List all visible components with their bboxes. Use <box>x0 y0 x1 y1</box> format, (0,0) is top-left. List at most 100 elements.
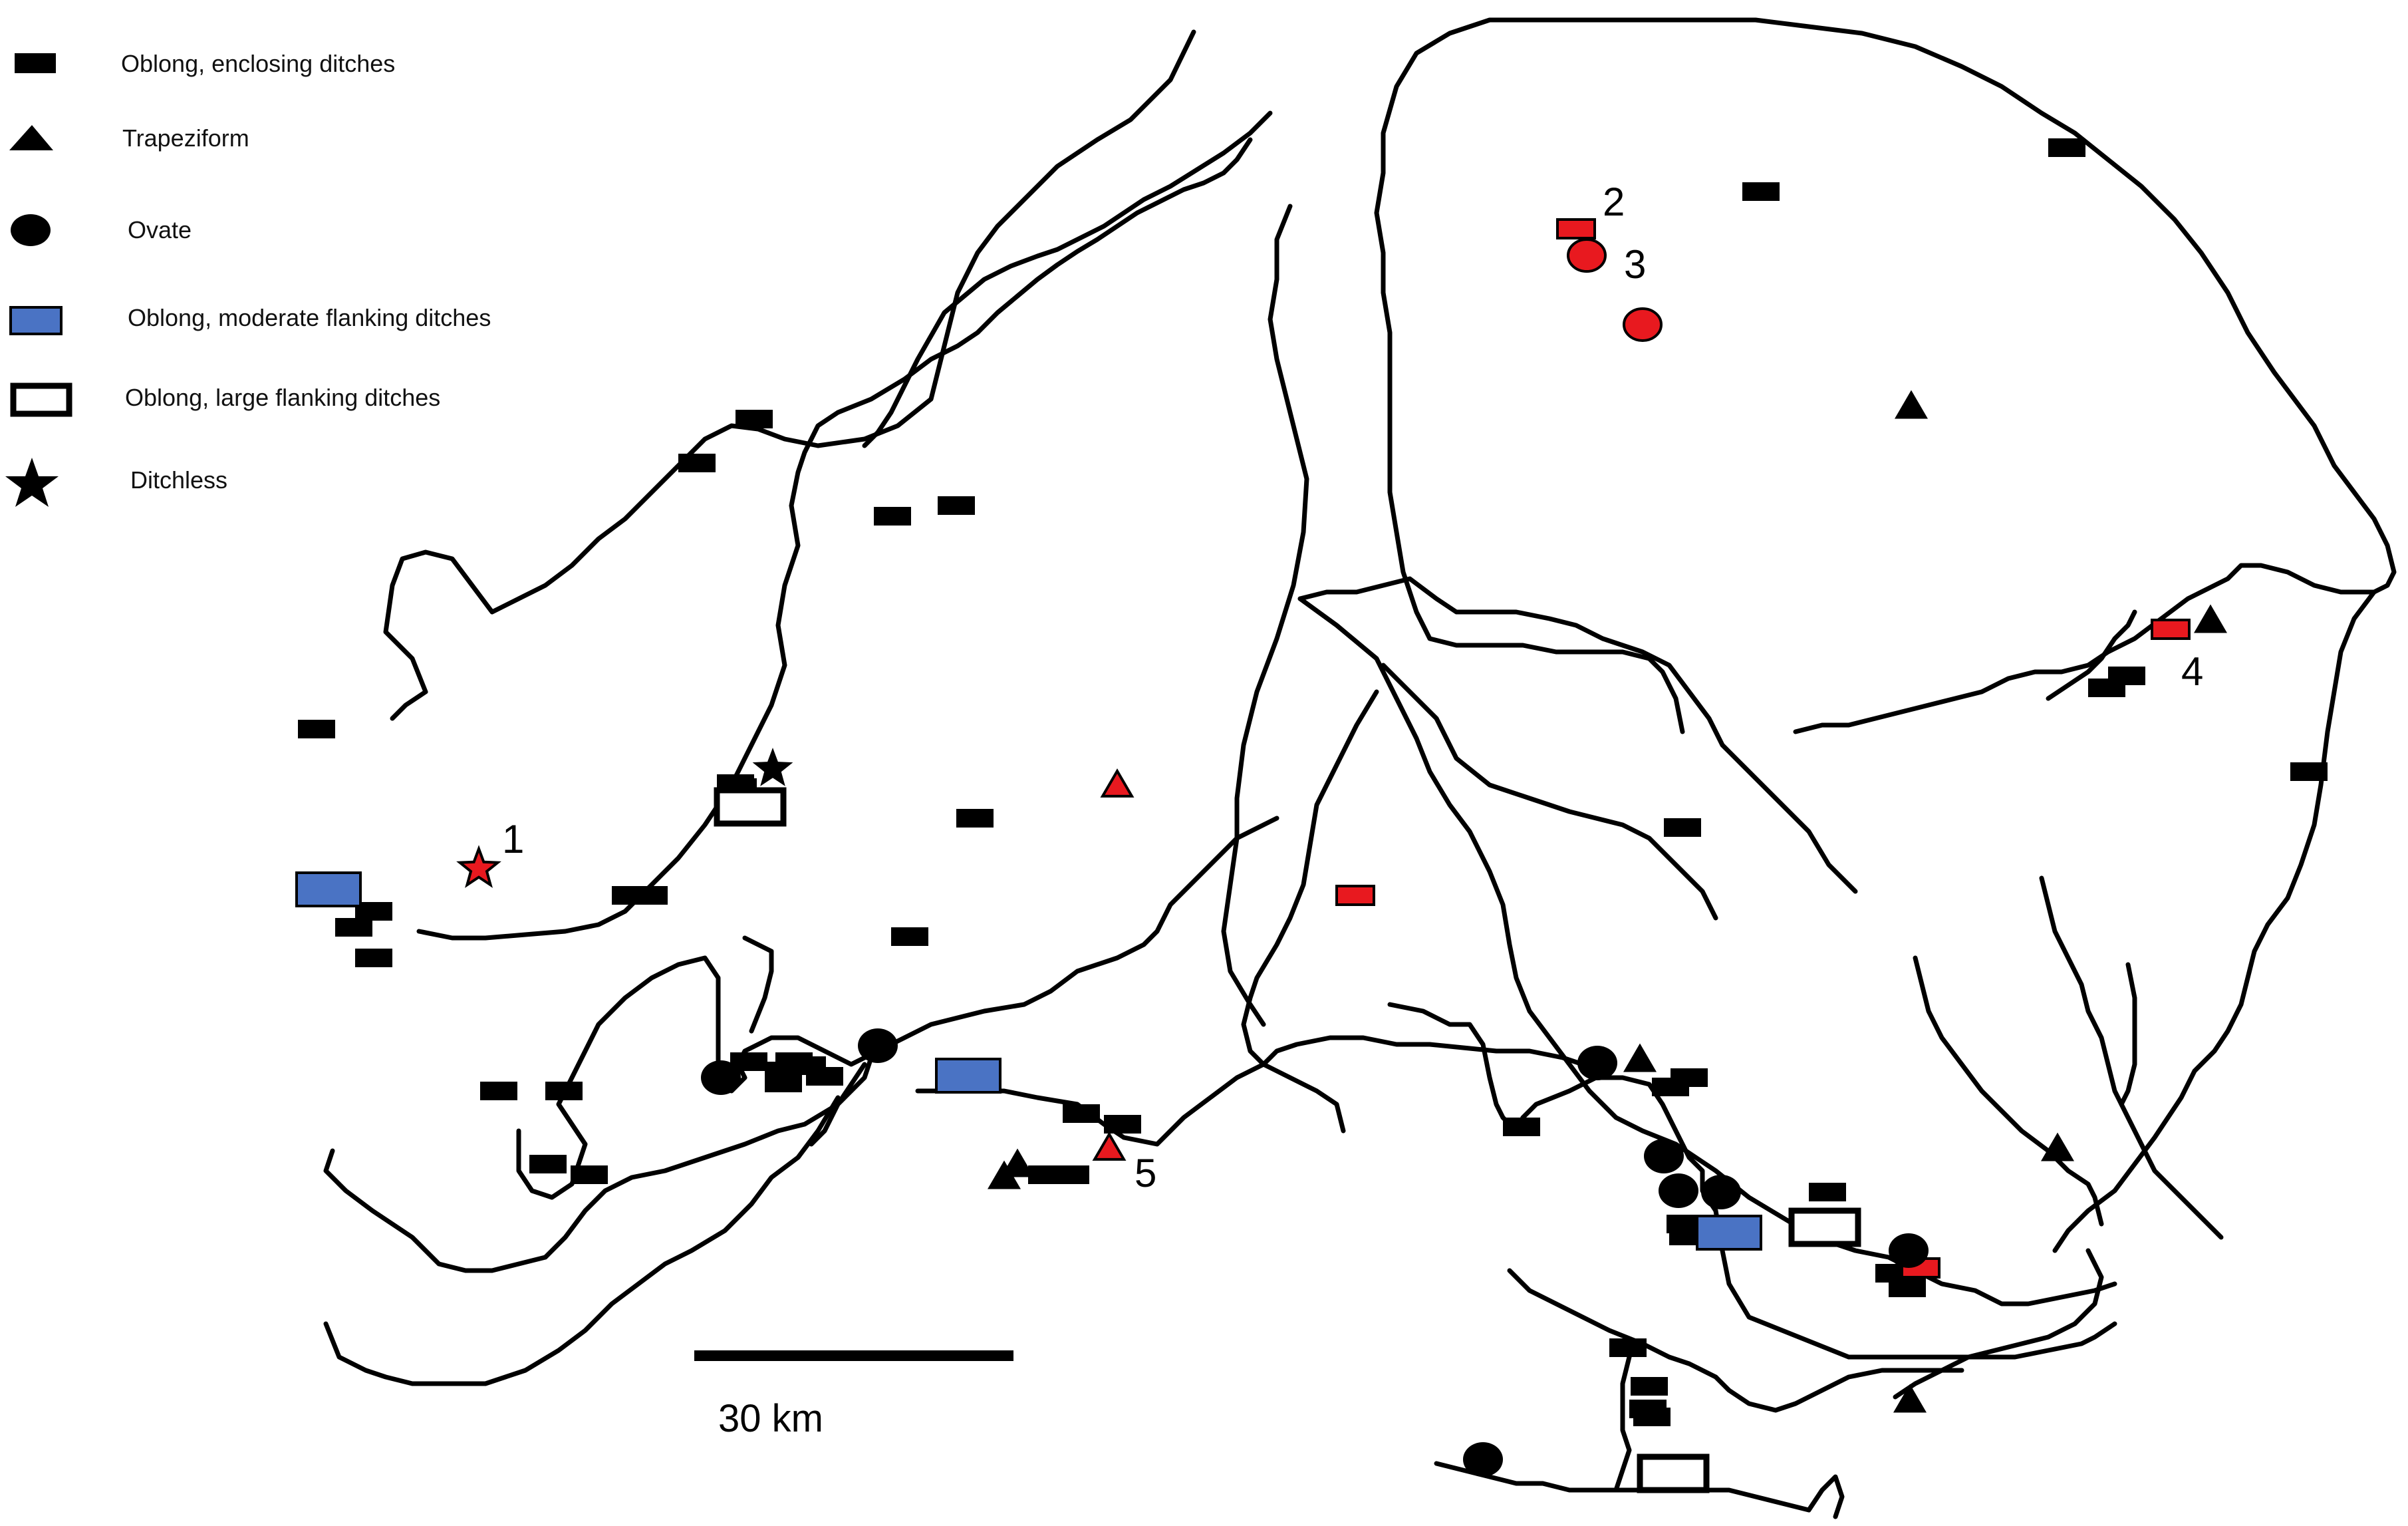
sites <box>295 138 2328 1493</box>
legend-swatch-ovate <box>11 214 51 246</box>
site-label-2: 2 <box>1603 180 1625 224</box>
site-label-3: 3 <box>1624 242 1646 287</box>
site-oblong-enclosing <box>678 454 716 472</box>
site-trapeziform-highlighted <box>1092 1132 1127 1161</box>
site-ovate <box>1644 1139 1684 1173</box>
site-oblong-enclosing <box>1633 1408 1671 1426</box>
river-path <box>416 137 1253 941</box>
river-path <box>1381 663 1718 921</box>
site-oblong-enclosing <box>1889 1279 1926 1297</box>
site-ovate-highlighted <box>1623 307 1663 342</box>
site-oblong-enclosing <box>2290 762 2328 781</box>
river-path <box>1297 576 1858 894</box>
site-ovate <box>1659 1173 1698 1208</box>
site-trapeziform-highlighted <box>1100 768 1135 798</box>
site-trapeziform <box>2041 1132 2074 1161</box>
rivers <box>323 17 2397 1519</box>
legend-label-oblong-large: Oblong, large flanking ditches <box>125 384 440 411</box>
scale-bar-label: 30 km <box>718 1397 823 1440</box>
site-ovate <box>858 1028 898 1063</box>
river-path <box>2039 875 2224 1240</box>
river-path <box>1893 1248 2104 1400</box>
legend-label-trapeziform: Trapeziform <box>122 124 249 152</box>
river-path <box>2046 609 2137 701</box>
river-path <box>383 29 1196 721</box>
legend-label-ovate: Ovate <box>128 216 192 243</box>
site-oblong-enclosing <box>355 949 392 967</box>
legend: Oblong, enclosing ditches Trapeziform Ov… <box>5 50 491 507</box>
river-path <box>1221 204 1309 1027</box>
site-oblong-enclosing <box>2048 138 2085 157</box>
site-label-4: 4 <box>2181 649 2203 694</box>
river-path <box>323 1055 874 1273</box>
river-path <box>1700 1181 2117 1360</box>
river-path <box>1374 17 2397 1253</box>
site-oblong-moderate <box>295 871 362 907</box>
site-ovate <box>1577 1046 1617 1080</box>
site-oblong-enclosing <box>765 1074 802 1092</box>
site-oblong-enclosing <box>545 1082 583 1100</box>
site-oblong-enclosing <box>1063 1104 1100 1123</box>
site-trapeziform <box>1895 390 1928 419</box>
site-ovate <box>1889 1233 1929 1268</box>
river-path <box>516 816 1279 1200</box>
site-oblong-enclosing <box>1052 1165 1089 1184</box>
legend-swatch-oblong-moderate <box>9 306 63 335</box>
site-labels: 1 2 3 4 5 <box>502 180 2203 1195</box>
site-oblong-enclosing-highlighted <box>1556 218 1596 239</box>
site-oblong-large <box>1788 1207 1861 1247</box>
site-ovate-highlighted <box>1567 238 1607 273</box>
site-ovate <box>1701 1175 1741 1209</box>
legend-swatch-oblong-large <box>10 382 72 417</box>
scale-bar-line <box>694 1350 1013 1361</box>
river-path <box>1507 1268 1964 1413</box>
river-path <box>915 1035 1585 1147</box>
site-oblong-enclosing <box>1809 1183 1846 1201</box>
legend-label-oblong-moderate: Oblong, moderate flanking ditches <box>128 304 491 331</box>
site-oblong-enclosing <box>1671 1068 1708 1087</box>
site-ditchless <box>752 748 793 786</box>
river-path <box>1297 596 2117 1306</box>
site-oblong-enclosing <box>806 1067 843 1086</box>
site-oblong-enclosing <box>480 1082 517 1100</box>
site-trapeziform <box>1623 1043 1657 1072</box>
site-oblong-enclosing <box>874 507 911 526</box>
site-ovate <box>701 1060 741 1095</box>
site-oblong-enclosing-highlighted <box>1335 885 1375 906</box>
site-oblong-enclosing <box>529 1155 567 1173</box>
site-ditchless-highlighted <box>456 845 501 888</box>
scale-bar: 30 km <box>694 1350 1013 1440</box>
site-oblong-enclosing <box>1609 1338 1647 1357</box>
legend-label-oblong-enclosing: Oblong, enclosing ditches <box>121 50 395 77</box>
site-trapeziform <box>1893 1384 1927 1413</box>
site-oblong-enclosing-highlighted <box>2151 619 2191 640</box>
river-path <box>862 110 1273 448</box>
river-path <box>809 1062 867 1147</box>
site-oblong-enclosing <box>298 720 335 738</box>
site-label-1: 1 <box>502 817 524 861</box>
site-trapeziform <box>2194 604 2227 633</box>
site-oblong-enclosing <box>891 927 928 946</box>
river-path <box>2119 962 2137 1107</box>
legend-swatch-trapeziform <box>9 125 53 150</box>
site-ovate <box>1463 1442 1503 1477</box>
river-path <box>1613 1354 1632 1493</box>
site-oblong-enclosing <box>956 809 994 828</box>
site-trapeziform <box>988 1160 1021 1189</box>
site-oblong-enclosing <box>571 1165 608 1184</box>
site-oblong-enclosing <box>938 496 975 515</box>
river-path <box>1793 563 2377 734</box>
site-oblong-moderate <box>935 1058 1002 1094</box>
river-path <box>742 935 774 1034</box>
site-oblong-large <box>1637 1453 1710 1493</box>
site-oblong-enclosing <box>630 886 668 905</box>
legend-swatch-ditchless <box>5 458 59 507</box>
site-oblong-enclosing <box>1742 182 1780 201</box>
river-path <box>323 1095 841 1386</box>
river-path <box>1241 689 1379 1134</box>
site-oblong-enclosing <box>335 918 372 937</box>
site-oblong-enclosing <box>1104 1115 1141 1134</box>
site-oblong-enclosing <box>2088 679 2125 697</box>
site-label-5: 5 <box>1135 1151 1156 1195</box>
site-oblong-large <box>714 787 787 827</box>
